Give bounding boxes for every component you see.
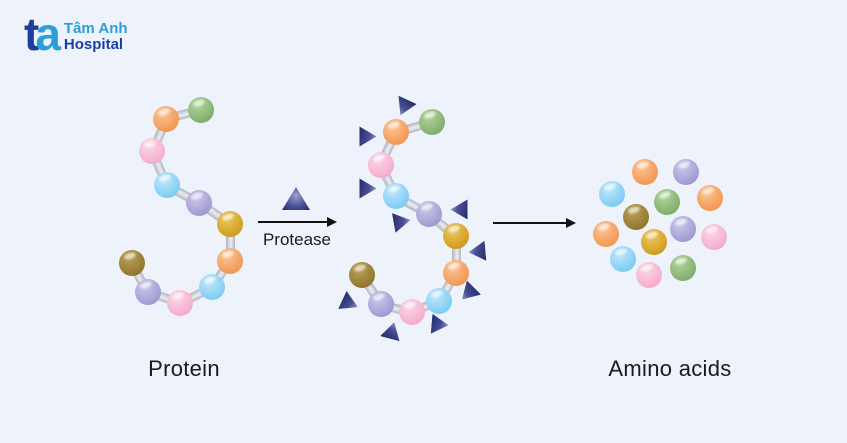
logo-text: Tâm Anh Hospital [64, 21, 128, 53]
protease-enzyme-icon [282, 187, 310, 210]
amino-acid-bead [368, 291, 394, 317]
amino-acid-bead [135, 279, 161, 305]
free-amino-acid [701, 224, 727, 250]
amino-acid-bead [186, 190, 212, 216]
protease-enzyme-triangle [338, 290, 362, 315]
amino-acid-bead [443, 260, 469, 286]
amino-acid-bead [199, 274, 225, 300]
logo-name-line1: Tâm Anh [63, 20, 128, 37]
free-amino-acid [670, 255, 696, 281]
protease-enzyme-triangle [360, 126, 377, 146]
amino-acid-bead [349, 262, 375, 288]
free-amino-acid [593, 221, 619, 247]
amino-acid-bead [217, 248, 243, 274]
amino-acid-bead [119, 250, 145, 276]
amino-acid-bead [217, 211, 243, 237]
protease-enzyme-triangle [380, 319, 404, 341]
protease-enzyme-triangle [360, 178, 377, 198]
amino-acid-bead [153, 106, 179, 132]
hospital-logo: ta Tâm Anh Hospital [24, 10, 128, 58]
amino-acids-label: Amino acids [608, 356, 732, 381]
amino-acid-bead [383, 183, 409, 209]
amino-acid-bead [167, 290, 193, 316]
amino-acid-bead [416, 201, 442, 227]
reaction-arrow-2 [493, 218, 576, 228]
free-amino-acid [641, 229, 667, 255]
logo-name-line2: Hospital [63, 36, 124, 53]
amino-acid-bead [426, 288, 452, 314]
amino-acid-bead [139, 138, 165, 164]
logo-ta-icon: ta [24, 8, 61, 60]
protease-enzyme-triangle [468, 240, 487, 261]
amino-acid-bead [419, 109, 445, 135]
reaction-arrow-1 [258, 217, 337, 227]
logo-letter-a: a [35, 8, 61, 60]
protease-label: Protease [262, 230, 332, 249]
protease-enzyme-triangle [431, 313, 450, 334]
free-amino-acid [636, 262, 662, 288]
free-amino-acid [623, 204, 649, 230]
amino-acid-bead [154, 172, 180, 198]
amino-acid-bead [368, 152, 394, 178]
protease-enzyme-triangle [451, 199, 468, 219]
free-amino-acid [632, 159, 658, 185]
amino-acid-bead [443, 223, 469, 249]
amino-acid-bead [383, 119, 409, 145]
amino-acid-bead [188, 97, 214, 123]
free-amino-acid [673, 159, 699, 185]
protease-enzyme-triangle [391, 95, 416, 119]
amino-acid-bead [399, 299, 425, 325]
free-amino-acid [610, 246, 636, 272]
free-amino-acid [697, 185, 723, 211]
free-amino-acid [599, 181, 625, 207]
free-amino-acid [670, 216, 696, 242]
protease-enzyme-triangle [392, 210, 412, 233]
free-amino-acid [654, 189, 680, 215]
protein-label: Protein [148, 356, 220, 381]
